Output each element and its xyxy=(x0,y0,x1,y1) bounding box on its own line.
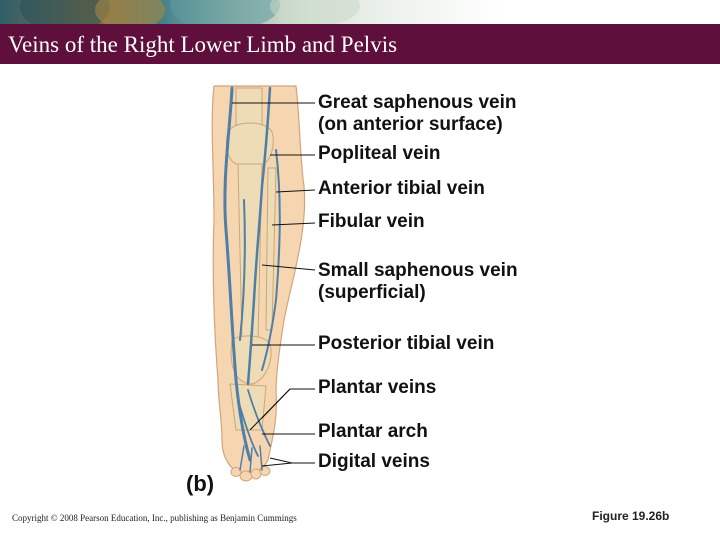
label-digital-veins: Digital veins xyxy=(318,451,430,472)
label-great-saphenous-vein: Great saphenous vein (on anterior surfac… xyxy=(318,92,517,135)
decorative-header-banner xyxy=(0,0,720,24)
slide-title: Veins of the Right Lower Limb and Pelvis xyxy=(8,32,398,57)
label-fibular-vein: Fibular vein xyxy=(318,211,425,232)
label-posterior-tibial-vein: Posterior tibial vein xyxy=(318,333,495,354)
label-anterior-tibial-vein: Anterior tibial vein xyxy=(318,178,485,199)
label-plantar-arch: Plantar arch xyxy=(318,421,428,442)
panel-label: (b) xyxy=(186,471,215,496)
label-small-saphenous-vein: Small saphenous vein (superficial) xyxy=(318,260,518,303)
title-bar xyxy=(0,24,720,64)
toes xyxy=(230,466,271,482)
label-popliteal-vein: Popliteal vein xyxy=(318,143,441,164)
figure-number: Figure 19.26b xyxy=(592,509,670,523)
label-plantar-veins: Plantar veins xyxy=(318,377,437,398)
leader-lines xyxy=(232,102,316,467)
copyright-notice: Copyright © 2008 Pearson Education, Inc.… xyxy=(12,513,297,523)
veins xyxy=(223,86,281,473)
